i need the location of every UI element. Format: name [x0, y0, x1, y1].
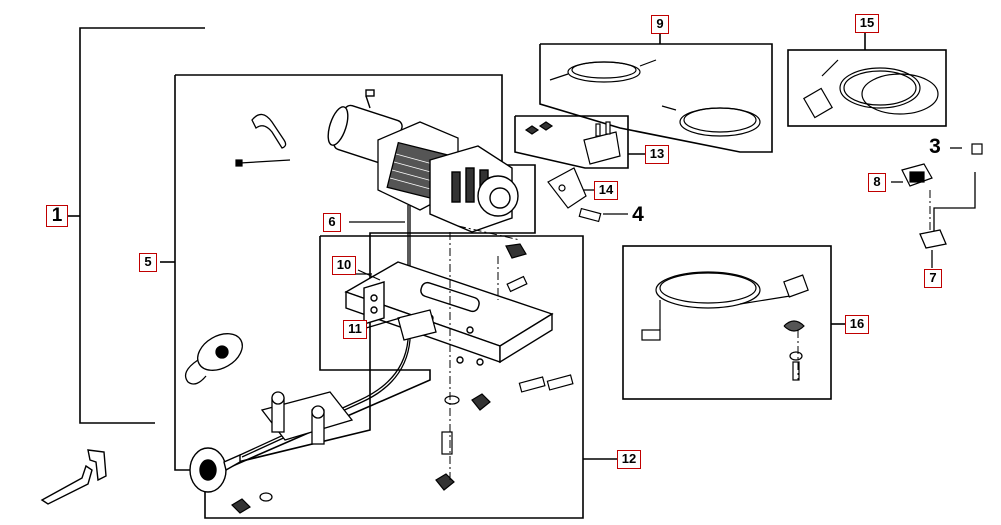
callout-10: 10 — [332, 256, 356, 275]
callout-5: 5 — [139, 253, 157, 272]
hand-saver-strap — [251, 113, 287, 149]
cable-tie — [235, 159, 291, 167]
bracket-7 — [919, 172, 976, 249]
winch-gearbox — [429, 145, 519, 233]
roller-fairlead — [260, 391, 354, 445]
callout-3: 3 — [929, 135, 941, 158]
pulley-block — [184, 333, 243, 385]
winch-hook — [189, 447, 241, 493]
bracket-11 — [397, 309, 437, 341]
callout-11: 11 — [343, 320, 367, 339]
hardware-washers — [259, 351, 803, 502]
callout-14: 14 — [594, 181, 618, 200]
callout-8: 8 — [868, 173, 886, 192]
bracket-1 — [79, 27, 205, 424]
callout-9: 9 — [651, 15, 669, 34]
assembly-lines — [449, 190, 931, 480]
callout-4: 4 — [632, 203, 644, 226]
switch-box-13 — [514, 115, 629, 169]
wiring-harness-16 — [641, 271, 809, 341]
remote-box-15 — [787, 49, 947, 127]
plate-bracket-10 — [357, 269, 381, 281]
relay-8 — [901, 163, 933, 187]
front-direction-icon — [40, 449, 107, 505]
callout-16: 16 — [845, 315, 869, 334]
callout-13: 13 — [645, 145, 669, 164]
remote-coil-15 — [803, 59, 939, 119]
hardware-nuts — [231, 243, 527, 514]
callout-6: 6 — [323, 213, 341, 232]
callout-12: 12 — [617, 450, 641, 469]
hardware-bolts — [441, 143, 983, 455]
harness-box-16 — [622, 245, 832, 400]
winch-cable — [239, 205, 411, 458]
callout-15: 15 — [855, 14, 879, 33]
cable-coil-9 — [549, 59, 761, 137]
callout-1: 1 — [46, 205, 68, 227]
callout-7: 7 — [924, 269, 942, 288]
cable-box-9 — [539, 43, 773, 153]
bracket-14 — [547, 167, 587, 209]
rocker-switch — [524, 121, 621, 165]
